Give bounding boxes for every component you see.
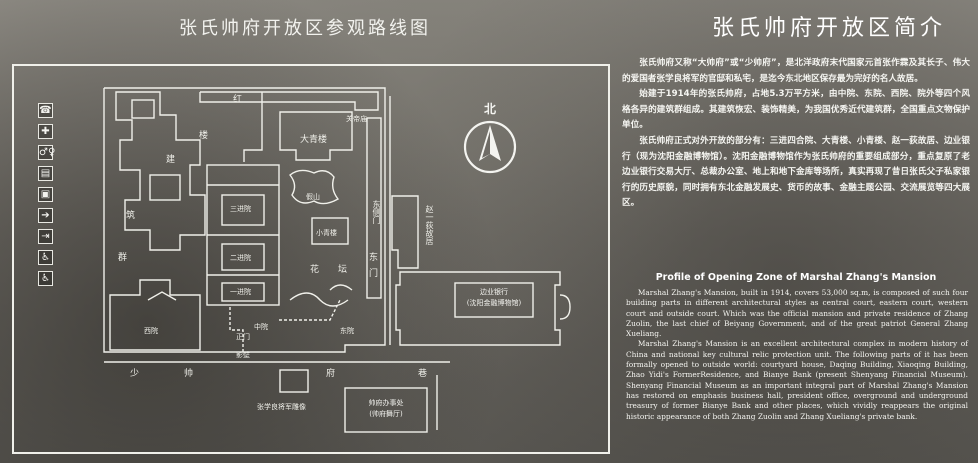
legend-item: ♿: [38, 268, 78, 289]
label-statue: 张学良将军雕像: [257, 403, 306, 411]
office-sublabel: (帅府舞厅): [369, 410, 403, 418]
english-paragraph: Marshal Zhang's Mansion is an excellent …: [626, 339, 968, 421]
label-zhaoyidi: 赵一荻故居: [425, 205, 434, 245]
exit-icon: ⇥: [38, 229, 53, 244]
label-xiang: 巷: [418, 369, 428, 379]
english-paragraph: Marshal Zhang's Mansion, built in 1914, …: [626, 288, 968, 339]
exhibit-icon: ▣: [38, 187, 53, 202]
label-sanjinyuan: 三进院: [230, 205, 251, 213]
daqing-building: [279, 111, 353, 161]
label-guandimiao: 关帝庙: [346, 115, 367, 123]
wheelchair-ramp-icon: ♿: [38, 271, 53, 286]
label-xiyuan: 西院: [144, 327, 158, 335]
label-dong-gate: 东侧门: [372, 200, 381, 224]
label-hua: 花: [310, 265, 320, 275]
intro-body: 张氏帅府又称“大帅府”或“少帅府”，是北洋政府末代国家元首张作霖及其长子、伟大的…: [622, 56, 970, 212]
label-yingbi: 影壁: [236, 351, 250, 359]
restroom-icon: ♂♀: [38, 145, 56, 160]
label-shao: 少: [130, 369, 140, 379]
map-frame: [12, 64, 610, 454]
bank-label: 边业银行: [480, 288, 508, 296]
map-legend: ☎ ✚ ♂♀ ▤ ▣ ➔ ⇥ ♿: [38, 100, 78, 289]
legend-item: ☎: [38, 100, 78, 121]
intro-paragraph: 张氏帅府正式对外开放的部分有：三进四合院、大青楼、小青楼、赵一荻故居、边业银行（…: [622, 135, 970, 209]
label-fu: 府: [326, 369, 336, 379]
west-buildings: [115, 91, 206, 251]
legend-item: ✚: [38, 121, 78, 142]
phone-icon: ☎: [38, 103, 53, 118]
label-zhengmen: 正门: [236, 333, 250, 341]
office-label: 帅府办事处: [368, 399, 404, 407]
label-jian: 建: [166, 155, 176, 165]
legend-item: ♂♀: [38, 142, 78, 163]
label-zhu: 筑: [126, 211, 136, 221]
compass-arrow-icon: [463, 120, 517, 174]
rockery: [289, 169, 340, 205]
label-zhongyuan: 中院: [254, 323, 268, 331]
legend-item: ➔: [38, 205, 78, 226]
label-qun: 群: [118, 253, 128, 263]
label-daqing: 大青楼: [300, 135, 328, 145]
legend-item: ⇥: [38, 226, 78, 247]
entrance-icon: ➔: [38, 208, 53, 223]
english-title: Profile of Opening Zone of Marshal Zhang…: [655, 272, 937, 283]
legend-item: ♿: [38, 247, 78, 268]
office-block: [344, 387, 428, 433]
label-lou: 楼: [199, 131, 209, 141]
label-men: 门: [369, 269, 379, 279]
first-aid-icon: ✚: [38, 124, 53, 139]
intro-paragraph: 始建于1914年的张氏帅府，占地5.3万平方米，由中院、东院、西院、院外等四个风…: [622, 89, 970, 131]
intro-title: 张氏帅府开放区简介: [712, 16, 947, 41]
bank-label-box: 边业银行 (沈阳金融博物馆): [455, 287, 533, 309]
legend-item: ▤: [38, 163, 78, 184]
label-shuai: 帅: [184, 369, 194, 379]
english-body: Marshal Zhang's Mansion, built in 1914, …: [626, 288, 968, 422]
compound-wall: [103, 87, 386, 353]
label-dong: 东: [369, 253, 379, 263]
north-indicator: 北: [460, 100, 520, 175]
ticket-icon: ▤: [38, 166, 53, 181]
xiaoqing-building: [311, 217, 349, 245]
office-label-box: 帅府办事处 (帅府舞厅): [345, 398, 427, 420]
label-yijinyuan: 一进院: [230, 288, 251, 296]
label-hong: 红: [233, 95, 243, 105]
label-xiaoqing: 小青楼: [316, 229, 337, 237]
label-jiashan: 假山: [306, 193, 320, 201]
label-erjinyuan: 二进院: [230, 254, 251, 262]
bank-sublabel: (沈阳金融博物馆): [466, 299, 522, 307]
legend-item: ▣: [38, 184, 78, 205]
label-dongyuan: 东院: [340, 327, 354, 335]
bian-ye-bank: [395, 271, 561, 346]
statue-base: [279, 369, 309, 393]
intro-paragraph: 张氏帅府又称“大帅府”或“少帅府”，是北洋政府末代国家元首张作霖及其长子、伟大的…: [622, 58, 970, 84]
map-title: 张氏帅府开放区参观路线图: [179, 18, 431, 39]
label-tan: 坛: [338, 265, 348, 275]
west-court: [109, 279, 201, 351]
zhao-yidi-residence: [391, 195, 419, 269]
wheelchair-icon: ♿: [38, 250, 53, 265]
north-label: 北: [483, 102, 496, 116]
